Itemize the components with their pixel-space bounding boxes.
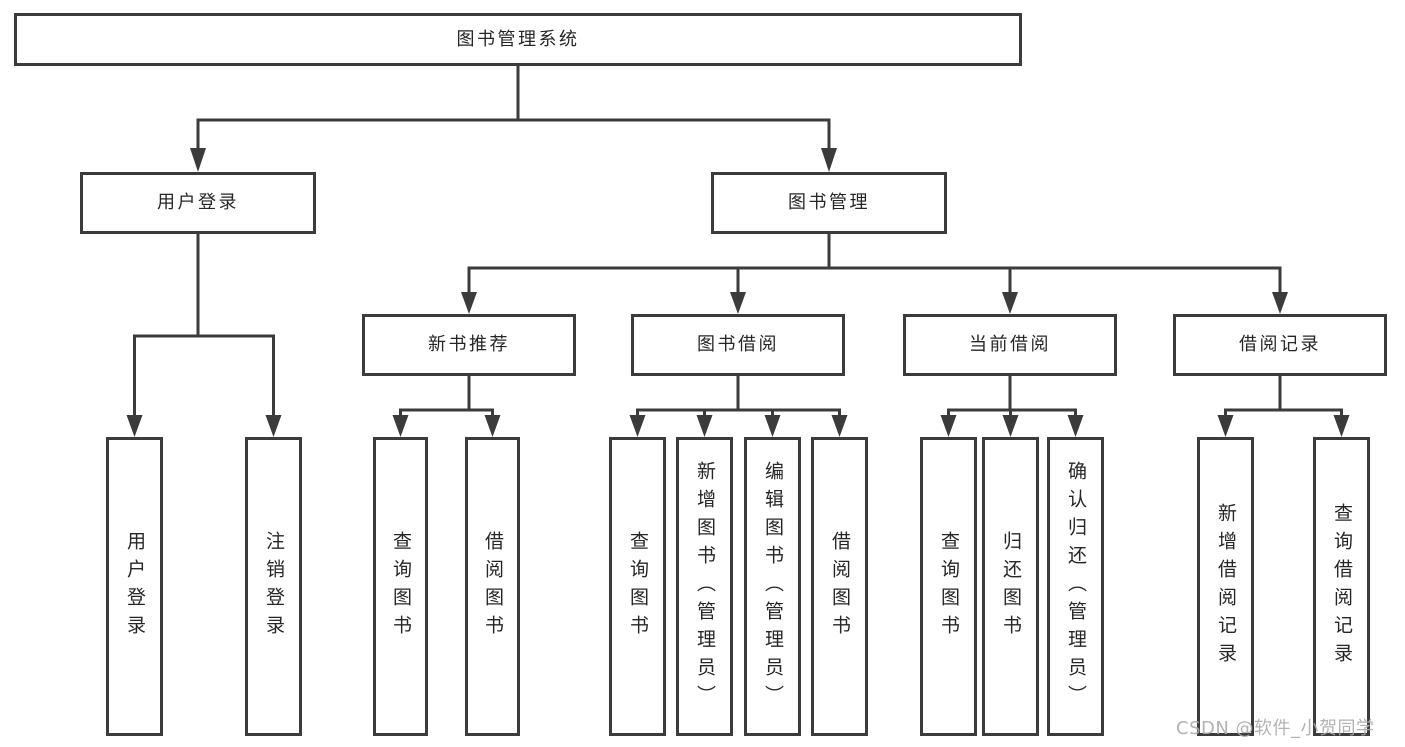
leaf-nb-borrow-books-label: 借阅图书 xyxy=(482,530,504,643)
leaf-cb-return-books-label: 归还图书 xyxy=(1000,530,1022,643)
leaf-nb-query-books-label: 查询图书 xyxy=(390,530,412,643)
connector-root-to-level2 xyxy=(190,64,837,172)
leaf-logout-label: 注销登录 xyxy=(263,530,285,643)
csdn-watermark: CSDN @软件_小贺同学 xyxy=(1176,718,1375,739)
leaf-bb-add-books: 新增图书（管理员） xyxy=(676,437,733,736)
leaf-bb-edit-books-label: 编辑图书（管理员） xyxy=(762,460,784,713)
leaf-bb-query-books: 查询图书 xyxy=(609,437,666,736)
leaf-user-login: 用户登录 xyxy=(106,437,163,736)
leaf-cb-return-books: 归还图书 xyxy=(982,437,1039,736)
connector-user-login-to-leaves xyxy=(126,234,282,437)
leaf-br-query-record-label: 查询借阅记录 xyxy=(1331,502,1353,671)
node-current-borrow: 当前借阅 xyxy=(903,314,1117,376)
node-borrow-records: 借阅记录 xyxy=(1173,314,1387,376)
leaf-logout: 注销登录 xyxy=(245,437,302,736)
node-book-borrow-label: 图书借阅 xyxy=(697,334,779,356)
node-new-book-rec: 新书推荐 xyxy=(362,314,576,376)
leaf-bb-borrow-books-label: 借阅图书 xyxy=(829,530,851,643)
leaf-br-add-record: 新增借阅记录 xyxy=(1197,437,1254,736)
leaf-bb-edit-books: 编辑图书（管理员） xyxy=(744,437,801,736)
leaf-br-add-record-label: 新增借阅记录 xyxy=(1215,502,1237,671)
node-borrow-records-label: 借阅记录 xyxy=(1239,334,1321,356)
connector-new-book-rec-to-leaves xyxy=(392,376,501,437)
node-book-borrow: 图书借阅 xyxy=(631,314,845,376)
connector-borrow-records-to-leaves xyxy=(1217,376,1350,437)
node-root-label: 图书管理系统 xyxy=(456,28,580,50)
leaf-bb-query-books-label: 查询图书 xyxy=(627,530,649,643)
node-new-book-rec-label: 新书推荐 xyxy=(428,334,510,356)
leaf-bb-add-books-label: 新增图书（管理员） xyxy=(694,460,716,713)
leaf-cb-query-books: 查询图书 xyxy=(920,437,977,736)
leaf-bb-borrow-books: 借阅图书 xyxy=(811,437,868,736)
leaf-user-login-label: 用户登录 xyxy=(124,530,146,643)
leaf-br-query-record: 查询借阅记录 xyxy=(1313,437,1370,736)
leaf-nb-borrow-books: 借阅图书 xyxy=(465,437,520,736)
node-book-mgmt: 图书管理 xyxy=(711,172,947,234)
node-book-mgmt-label: 图书管理 xyxy=(788,192,870,214)
connector-book-mgmt-to-level3 xyxy=(461,234,1288,314)
connector-book-borrow-to-leaves xyxy=(629,376,848,437)
leaf-cb-confirm-return-label: 确认归还（管理员） xyxy=(1065,460,1087,713)
node-user-login: 用户登录 xyxy=(80,172,316,234)
connector-current-borrow-to-leaves xyxy=(940,376,1084,437)
leaf-cb-confirm-return: 确认归还（管理员） xyxy=(1047,437,1104,736)
leaf-nb-query-books: 查询图书 xyxy=(373,437,428,736)
leaf-cb-query-books-label: 查询图书 xyxy=(938,530,960,643)
node-root: 图书管理系统 xyxy=(14,13,1022,66)
node-user-login-label: 用户登录 xyxy=(157,192,239,214)
node-current-borrow-label: 当前借阅 xyxy=(969,334,1051,356)
